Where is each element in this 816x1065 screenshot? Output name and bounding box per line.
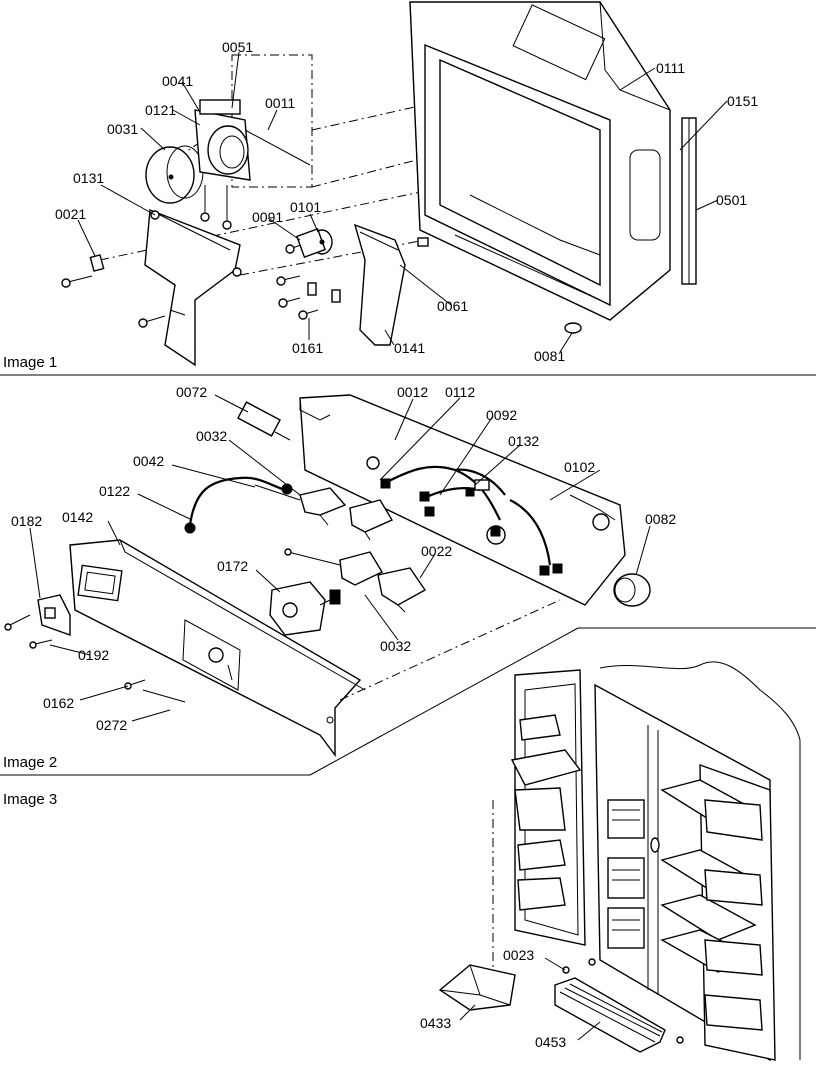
bracket-0041 <box>194 99 311 230</box>
callouts-image1: 0051 0041 0121 0011 0031 0131 0021 0091 … <box>55 39 758 364</box>
callout-0162: 0162 <box>43 695 74 711</box>
switch-0032-upper <box>299 487 394 541</box>
callout-0042: 0042 <box>133 453 164 469</box>
sensor-0172 <box>269 581 341 636</box>
housing-0111 <box>409 1 671 321</box>
callout-0272: 0272 <box>96 717 127 733</box>
fuse-0072 <box>237 401 291 441</box>
callout-0142: 0142 <box>62 509 93 525</box>
callout-0122: 0122 <box>99 483 130 499</box>
refrigerator <box>492 661 801 1062</box>
clip-0161 <box>307 282 317 296</box>
section-label-image1: Image 1 <box>3 354 57 371</box>
callouts-image2: 0072 0012 0112 0092 0132 0032 0042 0102 … <box>11 384 676 733</box>
callout-0501: 0501 <box>716 192 747 208</box>
tab-0021 <box>89 254 105 272</box>
clip-0161b <box>331 289 341 303</box>
chute-0131 <box>144 209 242 367</box>
callout-0131: 0131 <box>73 170 104 186</box>
flap-0141 <box>353 223 406 346</box>
harness-0102 <box>380 465 563 576</box>
harness-0122 <box>184 476 301 534</box>
divider-image2-diagonal <box>309 627 579 776</box>
image3-group: Image 3 <box>3 661 801 1062</box>
callout-0102: 0102 <box>564 459 595 475</box>
leaders-image3 <box>459 957 601 1041</box>
callout-0081: 0081 <box>534 348 565 364</box>
callout-0433: 0433 <box>420 1015 451 1031</box>
callout-0012: 0012 <box>397 384 428 400</box>
leaders-image2 <box>29 394 651 722</box>
disk-0031 <box>145 145 204 204</box>
callout-0031: 0031 <box>107 121 138 137</box>
callout-0132: 0132 <box>508 433 539 449</box>
cap-0082 <box>613 573 651 607</box>
leaders-image1 <box>77 51 728 353</box>
callout-0051: 0051 <box>222 39 253 55</box>
callout-0182: 0182 <box>11 513 42 529</box>
bin-0433 <box>438 964 516 1011</box>
callout-0082: 0082 <box>645 511 676 527</box>
callout-0101: 0101 <box>290 199 321 215</box>
callout-0023: 0023 <box>503 947 534 963</box>
screws-image1 <box>61 241 319 328</box>
callout-0121: 0121 <box>145 102 176 118</box>
callout-0021: 0021 <box>55 206 86 222</box>
callout-0453: 0453 <box>535 1034 566 1050</box>
callout-0032-lower: 0032 <box>380 638 411 654</box>
callout-0111: 0111 <box>656 60 685 76</box>
foot-0081 <box>564 322 582 334</box>
callout-0032-upper: 0032 <box>196 428 227 444</box>
section-label-image2: Image 2 <box>3 754 57 771</box>
grille-0453 <box>554 966 684 1053</box>
callout-0072: 0072 <box>176 384 207 400</box>
bezel-0142 <box>69 539 561 758</box>
callouts-image3: 0023 0433 0453 <box>420 947 566 1050</box>
image1-group: 0051 0041 0121 0011 0031 0131 0021 0091 … <box>3 1 758 371</box>
section-label-image3: Image 3 <box>3 791 57 808</box>
callout-0151: 0151 <box>727 93 758 109</box>
callout-0141: 0141 <box>394 340 425 356</box>
dashed-box-0011 <box>231 54 313 188</box>
motor-0101 <box>296 228 333 258</box>
callout-0022: 0022 <box>421 543 452 559</box>
callout-0011: 0011 <box>265 95 295 111</box>
callout-0041: 0041 <box>162 73 193 89</box>
callout-0161: 0161 <box>292 340 323 356</box>
switch-0022 <box>284 548 427 613</box>
callout-0172: 0172 <box>217 558 248 574</box>
block-small <box>417 237 429 247</box>
callout-0092: 0092 <box>486 407 517 423</box>
callout-0061: 0061 <box>437 298 468 314</box>
image2-group: 0072 0012 0112 0092 0132 0032 0042 0102 … <box>3 384 676 771</box>
callout-0192: 0192 <box>78 647 109 663</box>
callout-0112: 0112 <box>445 384 475 400</box>
bracket-0182 <box>4 594 186 703</box>
callout-0091: 0091 <box>252 209 283 225</box>
